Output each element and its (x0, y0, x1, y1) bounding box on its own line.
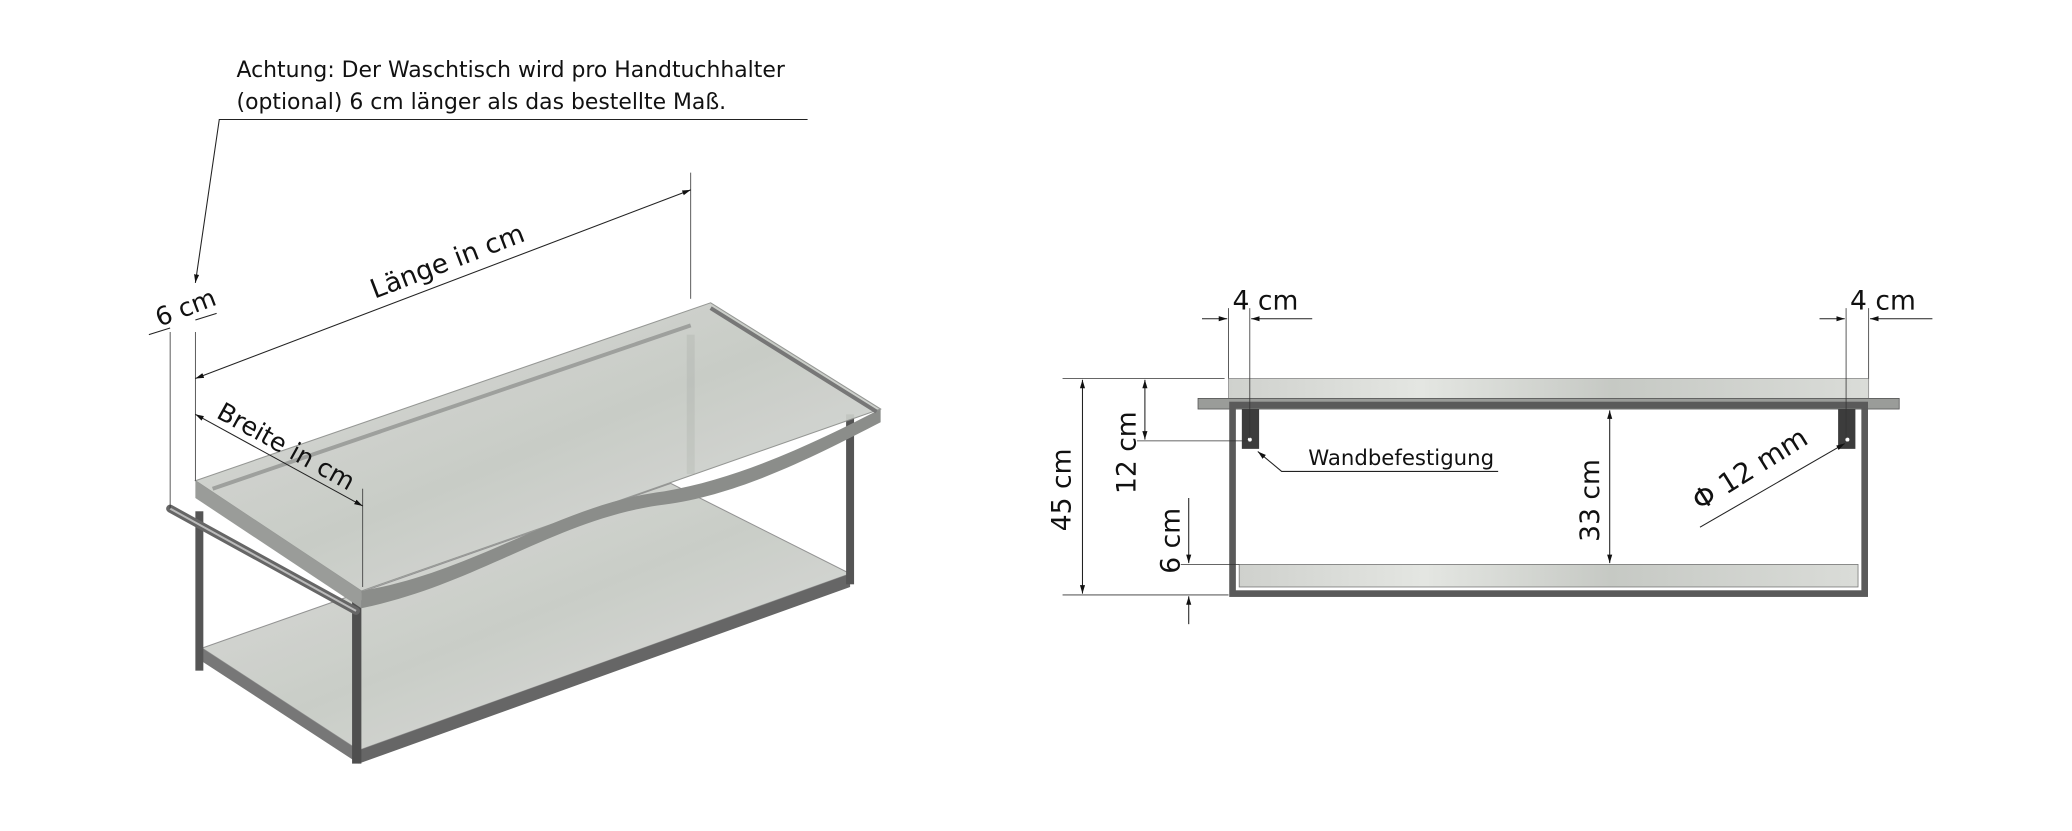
towel-dimension-line (195, 312, 217, 321)
length-label: Länge in cm (366, 218, 529, 305)
leg-back-right (846, 414, 855, 585)
towel-dimension-line (148, 327, 171, 336)
frame (1229, 401, 1868, 597)
leg-front-left (195, 511, 204, 671)
mount-hole-left (1247, 437, 1252, 442)
wall-mount-leader (1257, 451, 1499, 472)
lower-shelf (1238, 564, 1859, 588)
note-leader-line (194, 118, 808, 283)
note-line-2: (optional) 6 cm länger als das bestellte… (237, 90, 727, 115)
note-line-1: Achtung: Der Waschtisch wird pro Handtuc… (237, 58, 785, 83)
washstand-top (1228, 378, 1870, 401)
shelf-label: 6 cm (1155, 508, 1186, 574)
lower-frame-front (358, 573, 851, 764)
hole-diameter-label: Φ 12 mm (1686, 421, 1813, 518)
leg-front-right (352, 600, 362, 764)
wall-rail (709, 306, 878, 414)
towel-extension-label: 6 cm (151, 283, 220, 332)
isometric-view: Länge in cm 6 cm Breite in cm (148, 172, 882, 764)
total-height-label: 45 cm (1047, 449, 1078, 532)
length-dimension-line (195, 189, 691, 379)
bracket-hole-label: 12 cm (1112, 411, 1143, 494)
right-inset-label: 4 cm (1850, 285, 1916, 316)
width-dimension-line (195, 413, 363, 507)
top-edge-front (361, 409, 881, 609)
top-edge-side (195, 480, 362, 609)
hole-diameter-leader (1699, 443, 1846, 528)
wall-bracket-right (1838, 409, 1856, 449)
wall-mount-label: Wandbefestigung (1308, 446, 1494, 471)
warning-note: Achtung: Der Waschtisch wird pro Handtuc… (194, 58, 808, 283)
left-inset-label: 4 cm (1233, 285, 1299, 316)
towel-bar-highlight (169, 507, 357, 612)
mount-hole-right (1845, 437, 1850, 442)
front-view: 45 cm 12 cm 6 cm 33 cm 4 cm 4 cm Wandbef… (1047, 285, 1933, 625)
inner-height-label: 33 cm (1575, 459, 1606, 542)
wall-bracket-left (1241, 409, 1260, 449)
lower-shelf-edge (202, 648, 359, 764)
